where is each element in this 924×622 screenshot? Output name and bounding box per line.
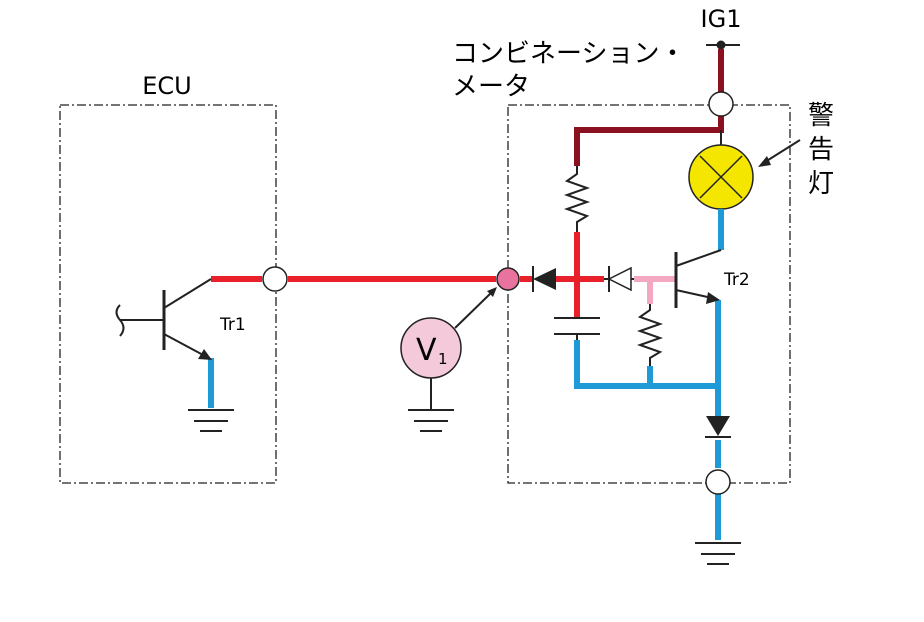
tr2-label: Tr2 bbox=[723, 270, 750, 290]
ground-icon bbox=[188, 409, 234, 432]
ecu-terminal bbox=[262, 266, 288, 292]
voltmeter-icon bbox=[400, 317, 462, 410]
ecu-label: ECU bbox=[142, 72, 192, 100]
diode-ground bbox=[705, 416, 731, 438]
voltmeter-subscript: 1 bbox=[438, 350, 448, 368]
ground-terminal bbox=[705, 469, 731, 495]
warning-lamp-label-3: 灯 bbox=[808, 169, 834, 199]
warning-lamp-icon bbox=[688, 130, 754, 210]
lamp-leader-arrowhead bbox=[758, 156, 771, 167]
ig1-terminal bbox=[708, 91, 734, 117]
meter-label-line2: メータ bbox=[452, 72, 530, 102]
ground-wire bbox=[208, 209, 724, 540]
ig1-node bbox=[716, 40, 726, 50]
ecu-box bbox=[59, 104, 277, 484]
tr1-label: Tr1 bbox=[219, 315, 246, 335]
warning-lamp-label-2: 告 bbox=[808, 135, 834, 165]
voltmeter-probe bbox=[454, 291, 493, 329]
supply-wire bbox=[574, 49, 724, 166]
lamp-leader bbox=[764, 139, 801, 163]
capacitor bbox=[554, 317, 600, 340]
ground-icon bbox=[408, 409, 454, 432]
diode-base bbox=[604, 266, 634, 292]
meter-label-line1: コンビネーション・ bbox=[452, 39, 685, 69]
ground-icon bbox=[695, 542, 741, 565]
transistor-tr1 bbox=[115, 278, 212, 360]
resistor-lower bbox=[636, 304, 664, 366]
warning-lamp-label-1: 警 bbox=[808, 101, 834, 131]
meter-terminal bbox=[496, 267, 520, 291]
base-wire bbox=[634, 276, 676, 304]
voltmeter-label: V bbox=[416, 333, 437, 368]
voltmeter-probe-arrowhead bbox=[487, 287, 497, 297]
transistor-tr2 bbox=[674, 249, 722, 308]
meter-box bbox=[507, 104, 791, 484]
ig1-label: IG1 bbox=[701, 5, 742, 33]
diode-input bbox=[532, 266, 556, 292]
resistor-upper bbox=[563, 166, 591, 232]
signal-wire bbox=[211, 232, 604, 318]
